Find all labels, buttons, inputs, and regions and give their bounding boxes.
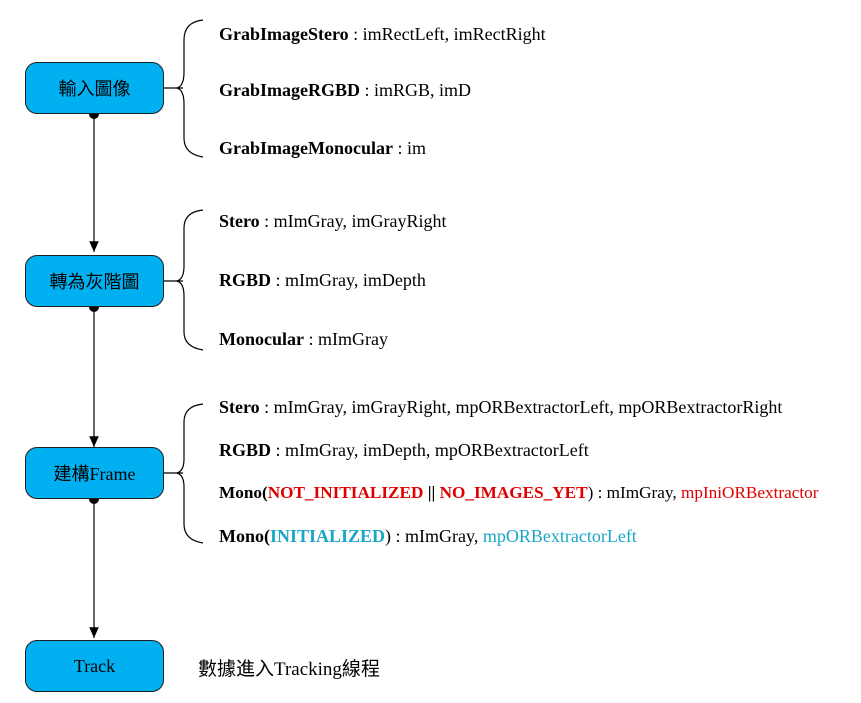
step-label: 輸入圖像 [58,79,131,99]
input-line-monocular: GrabImageMonocular : im [219,138,426,158]
gray-line-rgbd: RGBD : mImGray, imDepth [219,270,426,290]
braces [174,19,204,544]
step-construct-frame: 建構Frame [25,447,164,499]
state-not-initialized: NOT_INITIALIZED [267,483,424,502]
state-no-images-yet: NO_IMAGES_YET [439,483,588,502]
input-line-stereo: GrabImageStero : imRectLeft, imRectRight [219,24,546,44]
flow-arrows [89,109,99,638]
step-label: Track [73,655,116,676]
extractor-name: mpORBextractorLeft [482,526,637,546]
frame-line-stereo: Stero : mImGray, imGrayRight, mpORBextra… [219,397,783,417]
frame-line-rgbd: RGBD : mImGray, imDepth, mpORBextractorL… [219,440,589,460]
tracking-note: 數據進入Tracking線程 [198,659,380,680]
step-track: Track [25,640,164,692]
step-label: 轉為灰階圖 [49,272,140,292]
step-to-grayscale: 轉為灰階圖 [25,255,164,307]
step-label: 建構Frame [53,464,136,484]
gray-line-stereo: Stero : mImGray, imGrayRight [219,211,447,231]
step-input-image: 輸入圖像 [25,62,164,114]
state-initialized: INITIALIZED [270,526,386,546]
input-line-rgbd: GrabImageRGBD : imRGB, imD [219,80,472,100]
frame-line-mono-initialized: Mono(INITIALIZED) : mImGray, mpORBextrac… [219,526,637,546]
brace-connectors [164,87,183,474]
extractor-name: mpIniORBextractor [680,483,819,502]
frame-line-mono-uninitialized: Mono(NOT_INITIALIZED || NO_IMAGES_YET) :… [219,483,819,502]
gray-line-monocular: Monocular : mImGray [219,329,388,349]
